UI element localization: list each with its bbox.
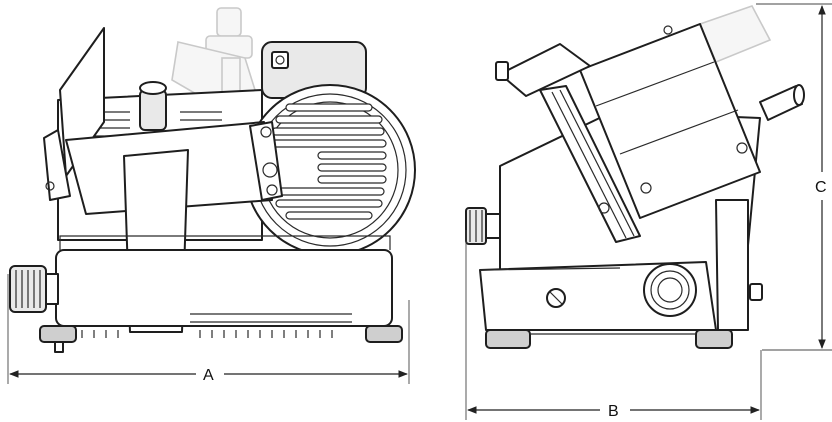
dimension-a-label: A xyxy=(203,367,214,384)
dimension-a xyxy=(7,274,410,384)
side-feet xyxy=(485,329,733,349)
dimension-b-label: B xyxy=(608,403,619,420)
slide-rails xyxy=(539,85,641,243)
side-view-slicer xyxy=(465,5,805,349)
front-view-slicer xyxy=(9,7,416,353)
front-feet xyxy=(39,325,403,353)
dimension-c xyxy=(756,3,832,351)
base-ribs xyxy=(81,330,333,338)
thickness-knob-front xyxy=(9,265,59,313)
pusher-knob xyxy=(139,81,167,131)
side-dial xyxy=(643,263,697,317)
blade-vents xyxy=(269,103,387,220)
thickness-knob-side xyxy=(465,207,501,245)
dimension-b xyxy=(465,230,762,420)
top-plate xyxy=(499,43,591,97)
carriage-frame xyxy=(579,23,761,219)
dimension-c-label: C xyxy=(815,179,827,196)
